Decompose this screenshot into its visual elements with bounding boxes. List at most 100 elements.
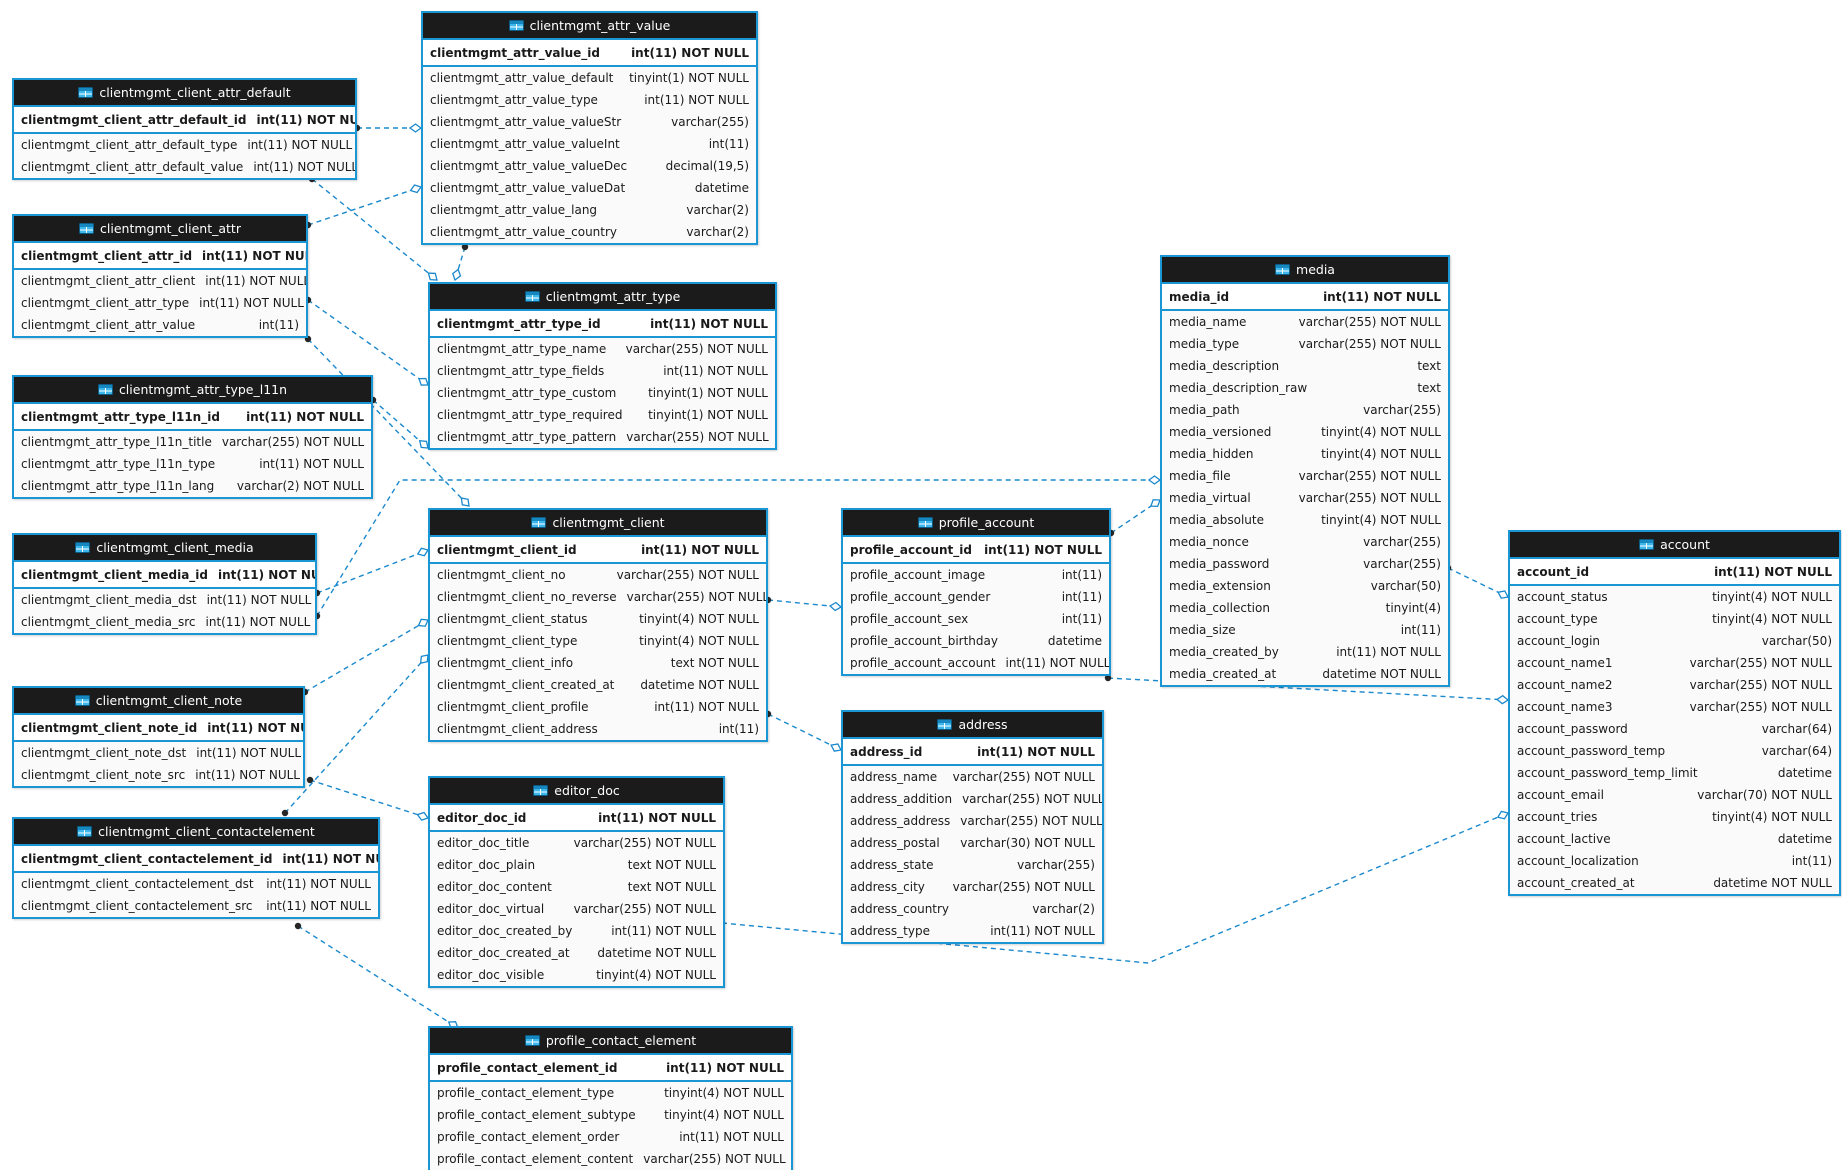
table-header[interactable]: media [1162,257,1448,284]
table-header[interactable]: clientmgmt_attr_type_l11n [14,377,371,404]
column-type: int(11) NOT NULL [266,899,371,913]
relationship-clientmgmt_client_attr-to-clientmgmt_attr_type[interactable] [304,296,431,388]
relationship-clientmgmt_client_attr_default-to-clientmgmt_attr_value[interactable] [353,123,423,133]
relationship-clientmgmt_client_attr_default-to-clientmgmt_attr_type[interactable] [308,175,440,283]
column-name: profile_account_id [850,542,972,557]
table-header[interactable]: clientmgmt_client [430,510,766,537]
column-type: datetime [1777,832,1832,846]
relationship-endpoint-diamond [408,123,423,133]
table-header[interactable]: clientmgmt_client_note [14,688,303,715]
table-header[interactable]: address [843,712,1102,739]
table-clientmgmt_attr_type_l11n[interactable]: clientmgmt_attr_type_l11n clientmgmt_attr… [12,375,373,499]
column-type: varchar(2) [1032,902,1095,916]
table-icon [937,719,953,730]
column-type: varchar(255) NOT NULL [960,814,1102,828]
column-type: tinyint(4) NOT NULL [1712,612,1832,626]
column-type: varchar(255) [1363,557,1441,571]
table-header[interactable]: profile_account [843,510,1109,537]
column-type: text NOT NULL [627,880,716,894]
relationship-clientmgmt_client_contactelement-to-clientmgmt_client[interactable] [281,652,431,817]
column-type: tinyint(4) NOT NULL [639,634,759,648]
table-clientmgmt_attr_type[interactable]: clientmgmt_attr_type clientmgmt_attr_type… [428,282,777,450]
column-type: varchar(255) NOT NULL [1689,700,1832,714]
column-name: address_postal [850,836,940,850]
column-type: varchar(255) [1363,535,1441,549]
column-name: profile_account_sex [850,612,969,626]
relationship-clientmgmt_client-to-profile_account[interactable] [764,596,843,612]
column-name: media_created_at [1169,667,1277,681]
relationship-endpoint-diamond [830,743,842,752]
column-type: varchar(255) NOT NULL [573,902,716,916]
table-title: account [1660,537,1710,552]
column-name: profile_contact_element_content [437,1152,634,1166]
table-clientmgmt_client_attr_default[interactable]: clientmgmt_client_attr_default clientmgmt… [12,78,357,180]
table-header[interactable]: clientmgmt_attr_value [423,13,756,40]
column-type: int(11) [718,722,759,736]
column-row: clientmgmt_attr_value_type int(11) NOT NU… [423,89,756,111]
column-name: clientmgmt_client_attr_id [21,248,193,263]
relationship-clientmgmt_attr_type_l11n-to-clientmgmt_attr_type[interactable] [369,396,431,451]
column-type: int(11) [1400,623,1441,637]
column-name: media_collection [1169,601,1270,615]
column-name: account_created_at [1517,876,1635,890]
relationship-clientmgmt_client_note-to-editor_doc[interactable] [306,776,430,822]
relationship-clientmgmt_client_note-to-clientmgmt_client[interactable] [301,617,430,696]
relationship-endpoint-dot [294,922,302,930]
table-header[interactable]: clientmgmt_client_contactelement [14,819,378,846]
column-name: clientmgmt_attr_type_required [437,408,623,422]
column-name: profile_account_image [850,568,986,582]
column-name: account_password_temp_limit [1517,766,1698,780]
table-header[interactable]: profile_contact_element [430,1028,791,1055]
column-name: clientmgmt_attr_value_lang [430,203,598,217]
column-name: clientmgmt_attr_type_fields [437,364,605,378]
table-title: clientmgmt_client_attr_default [99,85,291,100]
column-name: address_state [850,858,934,872]
table-header[interactable]: account [1510,532,1839,559]
relationship-editor_doc-to-account[interactable] [718,809,1510,964]
table-profile_contact_element[interactable]: profile_contact_element profile_contact_e… [428,1026,793,1170]
column-type: varchar(64) [1761,744,1832,758]
column-name: clientmgmt_client_info [437,656,574,670]
column-type: varchar(255) [671,115,749,129]
column-name: profile_contact_element_id [437,1060,618,1075]
column-name: clientmgmt_attr_value_type [430,93,598,107]
column-type: varchar(255) NOT NULL [1298,469,1441,483]
table-header[interactable]: clientmgmt_attr_type [430,284,775,311]
table-header[interactable]: clientmgmt_client_attr [14,216,306,243]
table-clientmgmt_client_attr[interactable]: clientmgmt_client_attr clientmgmt_client_… [12,214,308,338]
table-header[interactable]: clientmgmt_client_media [14,535,315,562]
relationship-profile_account-to-media[interactable] [1107,497,1162,537]
column-type: int(11) NOT NULL [207,720,303,735]
column-type: varchar(70) NOT NULL [1697,788,1832,802]
relationship-media-to-account[interactable] [1444,564,1510,601]
column-type: int(11) NOT NULL [644,93,749,107]
table-header[interactable]: clientmgmt_client_attr_default [14,80,355,107]
relationship-clientmgmt_client-to-address[interactable] [764,710,843,754]
table-header[interactable]: editor_doc [430,778,723,805]
relationship-clientmgmt_attr_value-to-clientmgmt_attr_type[interactable] [451,243,469,282]
relationship-clientmgmt_client_media-to-clientmgmt_client[interactable] [313,546,430,597]
